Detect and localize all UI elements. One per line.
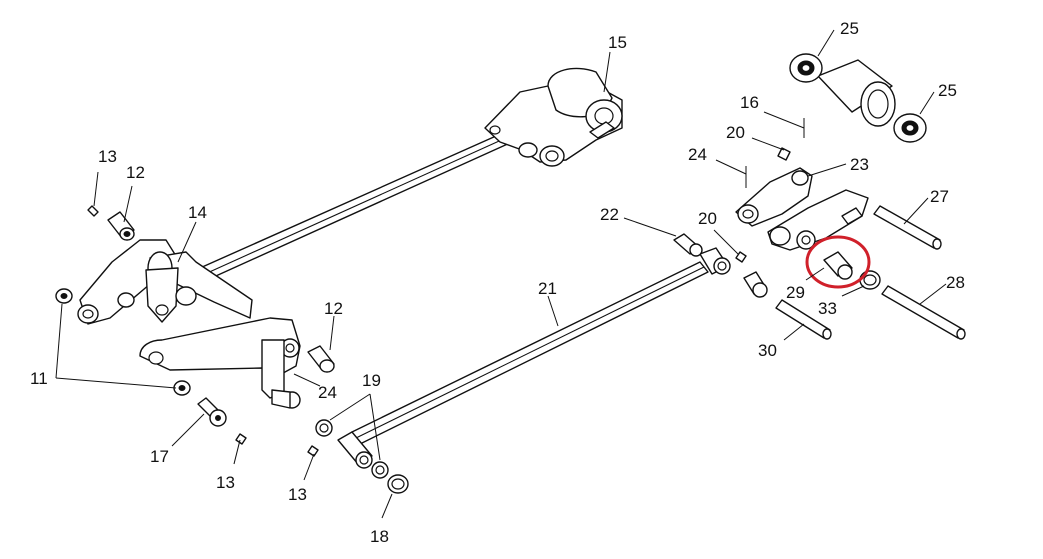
washer-11-upper: [55, 288, 73, 304]
callout-20-upper: 20: [726, 123, 745, 142]
callout-22: 22: [600, 205, 619, 224]
callout-12-upper: 12: [126, 163, 145, 182]
callout-28: 28: [946, 273, 965, 292]
sleeve-near-21: [743, 271, 768, 298]
callout-labels: 11 12 12 13 13 13 14 15 16 17 18 19 20 2…: [30, 19, 965, 546]
grease-nipple-20-upper: [777, 147, 791, 161]
rod-end-tube-upper: [699, 247, 731, 275]
pin-30: [775, 299, 832, 340]
pin-29: [823, 251, 853, 280]
callout-12-lower: 12: [324, 299, 343, 318]
callout-13-middle: 13: [216, 473, 235, 492]
callout-14: 14: [188, 203, 207, 222]
callout-18: 18: [370, 527, 389, 546]
callout-30: 30: [758, 341, 777, 360]
callout-23: 23: [850, 155, 869, 174]
highlight-ring-29: [805, 235, 871, 289]
upper-tie-rod: [199, 131, 513, 281]
grease-nipple-13-b: [235, 433, 247, 445]
callout-13-lower: 13: [288, 485, 307, 504]
callout-15: 15: [608, 33, 627, 52]
callout-24-right: 24: [688, 145, 707, 164]
grease-nipple-20-lower: [735, 251, 747, 263]
grease-nipple-13-c: [307, 445, 319, 457]
tube-22: [673, 233, 703, 257]
callout-33: 33: [818, 299, 837, 318]
callout-25-upper: 25: [840, 19, 859, 38]
bushing-12-lower: [307, 345, 335, 373]
callout-21: 21: [538, 279, 557, 298]
pin-27: [873, 205, 942, 250]
callout-27: 27: [930, 187, 949, 206]
callout-29: 29: [786, 283, 805, 302]
callout-19: 19: [362, 371, 381, 390]
callout-25-lower: 25: [938, 81, 957, 100]
callout-17: 17: [150, 447, 169, 466]
bushing-19-a: [315, 419, 333, 437]
grease-nipple-13-a: [87, 205, 99, 217]
lower-tie-rod-21: [351, 261, 709, 445]
roller-25: [817, 59, 896, 127]
callout-16: 16: [740, 93, 759, 112]
rocker-bracket-15: [484, 67, 623, 167]
bolt-17: [197, 397, 227, 427]
bushing-19-b: [371, 461, 389, 479]
callout-24-left: 24: [318, 383, 337, 402]
pin-28: [881, 285, 966, 340]
callout-13-upper: 13: [98, 147, 117, 166]
link-arm-24-left: [139, 317, 301, 409]
bushing-12-upper: [107, 211, 135, 241]
leader-lines: [55, 29, 947, 519]
callout-11: 11: [30, 369, 48, 388]
callout-20-lower: 20: [698, 209, 717, 228]
rocker-plate-23: [735, 167, 869, 251]
rod-end-tube-lower: [337, 431, 373, 469]
pivot-arm-14: [77, 239, 253, 325]
washer-11-lower: [173, 380, 191, 396]
washer-18: [387, 474, 409, 494]
bearing-25-lower: [893, 113, 927, 143]
bearing-25-upper: [789, 53, 823, 83]
